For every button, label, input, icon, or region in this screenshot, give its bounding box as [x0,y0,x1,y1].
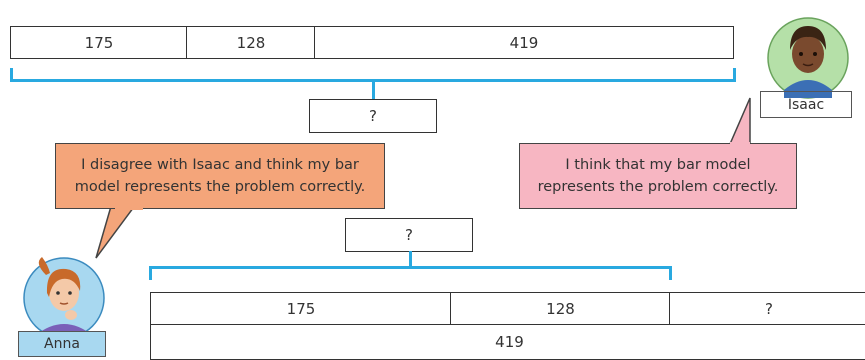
anna-speech-bubble: I disagree with Isaac and think my bar m… [55,143,385,209]
isaac-bubble-tail [729,97,751,145]
anna-bubble-tail [95,195,143,259]
top-bar-segment-2: 128 [186,26,316,59]
bottom-bar-part-1: 175 [150,292,452,326]
top-bar-segment-1: 175 [10,26,188,59]
anna-name-tag: Anna [18,331,106,357]
isaac-avatar [767,17,849,99]
bottom-bar-whole: 419 [150,324,865,360]
bottom-total-box: ? [345,218,473,252]
top-bar-segment-3: 419 [314,26,734,59]
bottom-bar-part-2: 128 [450,292,671,326]
top-total-box: ? [309,99,437,133]
bottom-bar-part-3: ? [669,292,865,326]
isaac-name-tag: Isaac [760,91,852,118]
isaac-speech-bubble: I think that my bar model represents the… [519,143,797,209]
anna-avatar [23,257,105,339]
